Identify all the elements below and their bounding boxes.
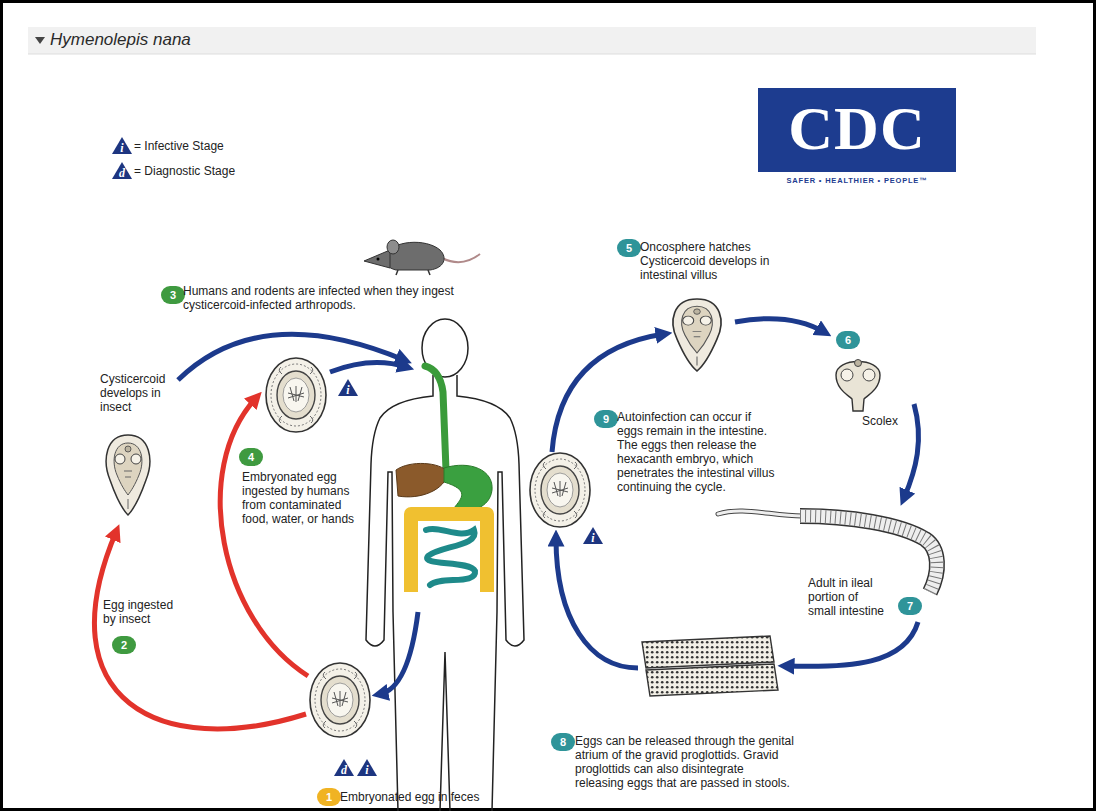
rat-ear	[387, 240, 399, 254]
cysticercoid-in-insect	[106, 435, 150, 515]
small-intestine	[426, 529, 475, 585]
step-circle: 7Adult in ileal portion of small intesti…	[898, 597, 922, 615]
callout-number: 6	[836, 331, 860, 349]
step-circle: 9Autoinfection can occur if eggs remain …	[594, 410, 618, 428]
stomach	[444, 465, 492, 510]
cycle-arrow	[330, 363, 406, 372]
legend-text: = Diagnostic Stage	[134, 164, 235, 178]
stage-letter: i	[339, 385, 357, 396]
callout-number: 4	[239, 448, 263, 466]
worm-neck-outline	[718, 511, 802, 516]
step-description: Eggs can be released through the genital…	[575, 734, 795, 790]
infective-triangle	[112, 137, 132, 154]
step-description: Autoinfection can occur if eggs remain i…	[617, 410, 779, 494]
large-intestine	[411, 514, 487, 592]
logo-text: CDC	[758, 92, 956, 164]
cycle-arrows	[94, 319, 918, 729]
step-circle: 2Egg ingested by insect	[112, 636, 136, 654]
callout-number: 1	[317, 788, 341, 806]
infective-triangle	[357, 759, 377, 776]
cysticercoid-in-villus	[673, 299, 721, 371]
callout-number: 8	[551, 733, 575, 751]
rat-head	[364, 250, 390, 268]
cycle-arrow	[556, 538, 638, 668]
logo-tagline: SAFER • HEALTHIER • PEOPLE™	[756, 176, 958, 186]
stage-letter: i	[584, 533, 602, 544]
step-circle: 8Eggs can be released through the genita…	[551, 733, 575, 751]
step-circle: 4Embryonated egg ingested by humans from…	[239, 448, 263, 466]
callout-number: 3	[161, 286, 185, 304]
scolex-head	[836, 362, 880, 412]
legend-text: = Infective Stage	[134, 139, 224, 153]
stage-label: Cysticercoid develops in insect	[100, 372, 170, 414]
title-band	[28, 27, 1036, 54]
legend-symbols	[112, 137, 132, 179]
callout-number: 7	[898, 597, 922, 615]
step-circle: 1Embryonated egg in feces	[317, 788, 341, 806]
liver	[396, 463, 448, 496]
cycle-arrow	[94, 532, 306, 729]
human-figure	[366, 319, 524, 811]
scolex-rostellum	[855, 360, 862, 367]
title-rule	[28, 54, 1036, 55]
step-circle: 3Humans and rodents are infected when th…	[161, 286, 185, 304]
stage-letter: i	[358, 765, 376, 776]
scolex-sucker	[863, 369, 875, 381]
rat-feet	[396, 270, 430, 275]
disclosure-marker	[35, 37, 45, 44]
cycle-arrow	[786, 622, 918, 666]
page-title: Hymenolepis nana	[50, 29, 191, 51]
part-label: Scolex	[862, 414, 906, 428]
autoinfection-egg	[530, 453, 590, 527]
stage-letter: d	[335, 765, 353, 776]
callout-number: 2	[112, 636, 136, 654]
step-description: Embryonated egg in feces	[340, 790, 510, 804]
step-description: Embryonated egg ingested by humans from …	[242, 470, 358, 526]
step-circle: 6	[836, 331, 860, 349]
step-description: Oncosphere hatches Cysticercoid develops…	[640, 240, 774, 282]
cycle-arrow	[735, 319, 824, 332]
cycle-arrow	[220, 398, 308, 676]
callout-number: 5	[617, 239, 641, 257]
rat-eye	[377, 258, 380, 261]
step-circle: 5Oncosphere hatches Cysticercoid develop…	[617, 239, 641, 257]
egg-in-feces	[310, 663, 370, 737]
diagnostic-triangle	[112, 162, 132, 179]
esophagus	[425, 366, 446, 470]
stage-letter: i	[113, 143, 131, 154]
step-description: Egg ingested by insect	[103, 598, 179, 626]
worm-neck	[718, 511, 802, 516]
diagnostic-triangle	[334, 759, 354, 776]
cycle-arrow	[904, 404, 919, 498]
logo-box	[758, 88, 956, 172]
cycle-arrow	[178, 334, 404, 380]
step-description: Humans and rodents are infected when the…	[183, 284, 463, 312]
scolex-figure	[836, 360, 880, 412]
callout-number: 9	[594, 410, 618, 428]
proglottid	[646, 664, 778, 696]
infective-triangle	[583, 527, 603, 544]
scolex-sucker	[841, 369, 853, 381]
proglottid	[642, 636, 774, 668]
cycle-arrow	[380, 612, 418, 694]
rat-tail	[442, 254, 480, 262]
ingested-egg	[266, 358, 326, 432]
gravid-proglottids	[642, 636, 778, 696]
stage-letter: d	[113, 168, 131, 179]
infective-triangle	[338, 379, 358, 396]
rat-figure	[364, 240, 480, 275]
step-description: Adult in ileal portion of small intestin…	[808, 576, 886, 618]
stage-triangles	[334, 379, 603, 776]
